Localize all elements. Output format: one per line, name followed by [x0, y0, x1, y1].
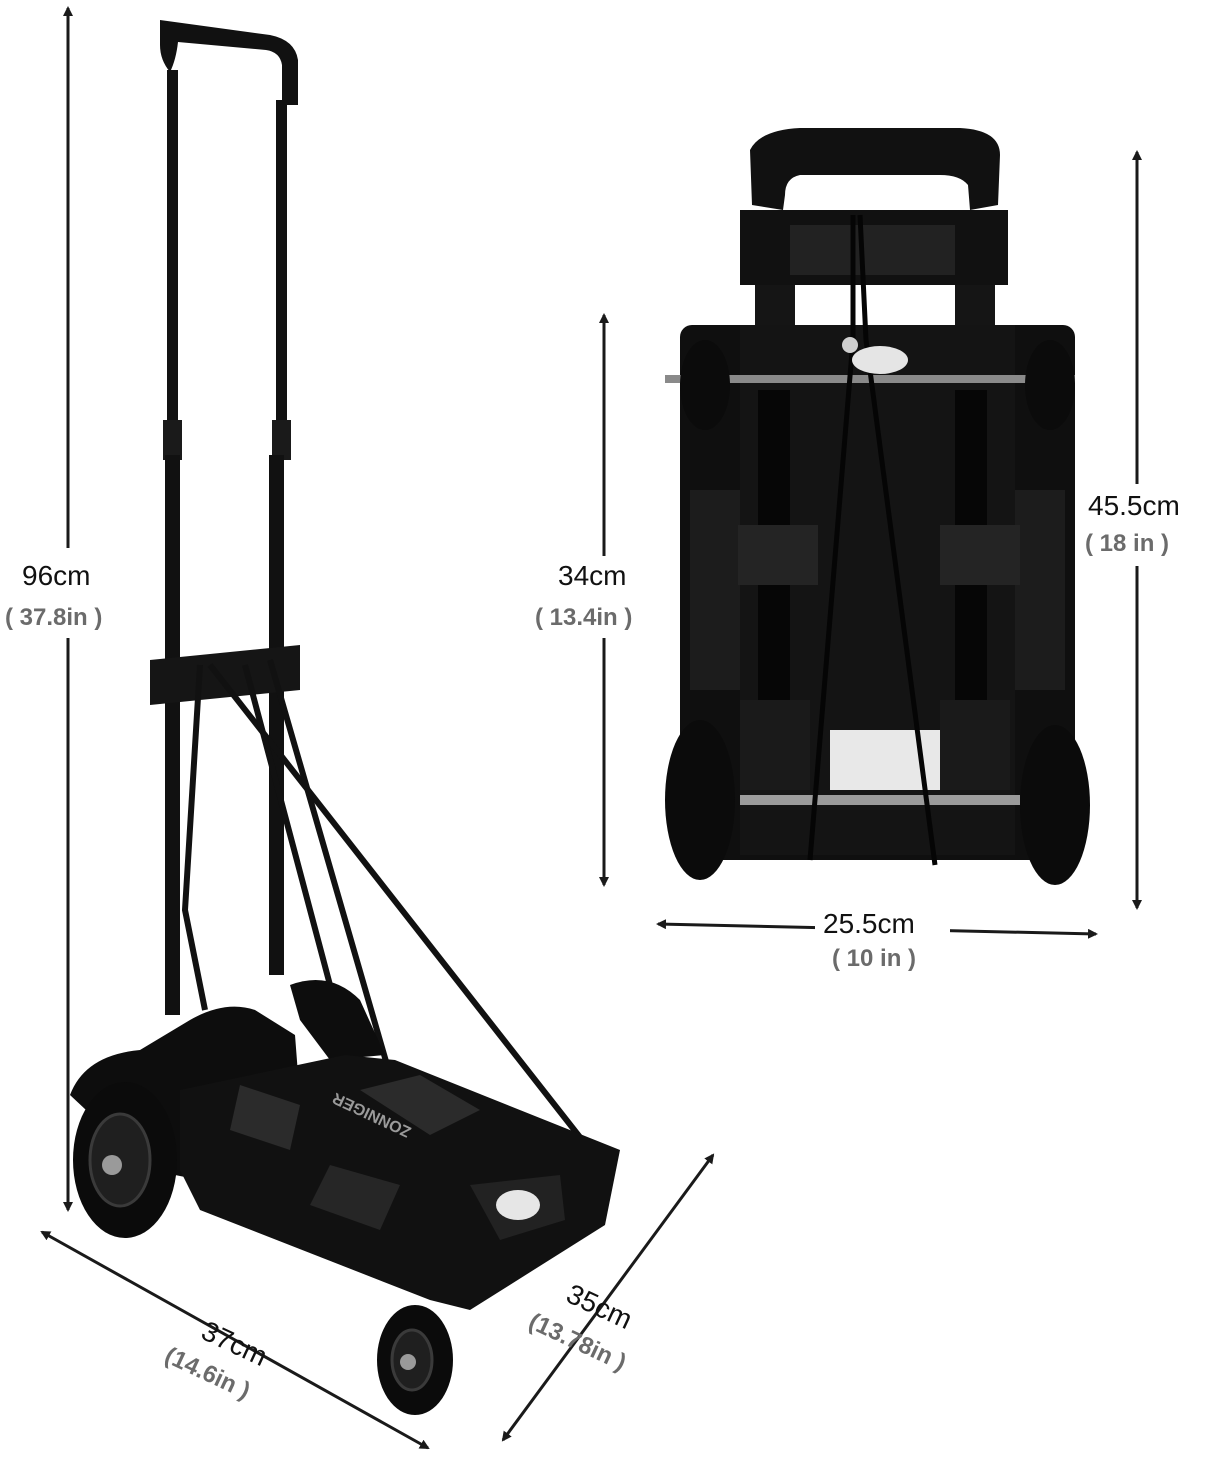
arrow-base-width	[501, 1153, 715, 1442]
height-extended-in: ( 37.8in )	[5, 604, 103, 631]
folded-inner-height-cm: 34cm	[558, 560, 627, 591]
folded-hand-truck	[665, 128, 1090, 885]
arrow-base-length	[40, 1230, 430, 1450]
folded-inner-height-in: ( 13.4in )	[535, 604, 633, 631]
extended-hand-truck	[70, 20, 620, 1415]
folded-height-in: ( 18 in )	[1085, 530, 1170, 557]
folded-width-cm: 25.5cm	[823, 908, 915, 939]
height-extended-cm: 96cm	[22, 560, 91, 591]
folded-width-in: ( 10 in )	[832, 945, 917, 972]
folded-height-cm: 45.5cm	[1088, 490, 1180, 521]
